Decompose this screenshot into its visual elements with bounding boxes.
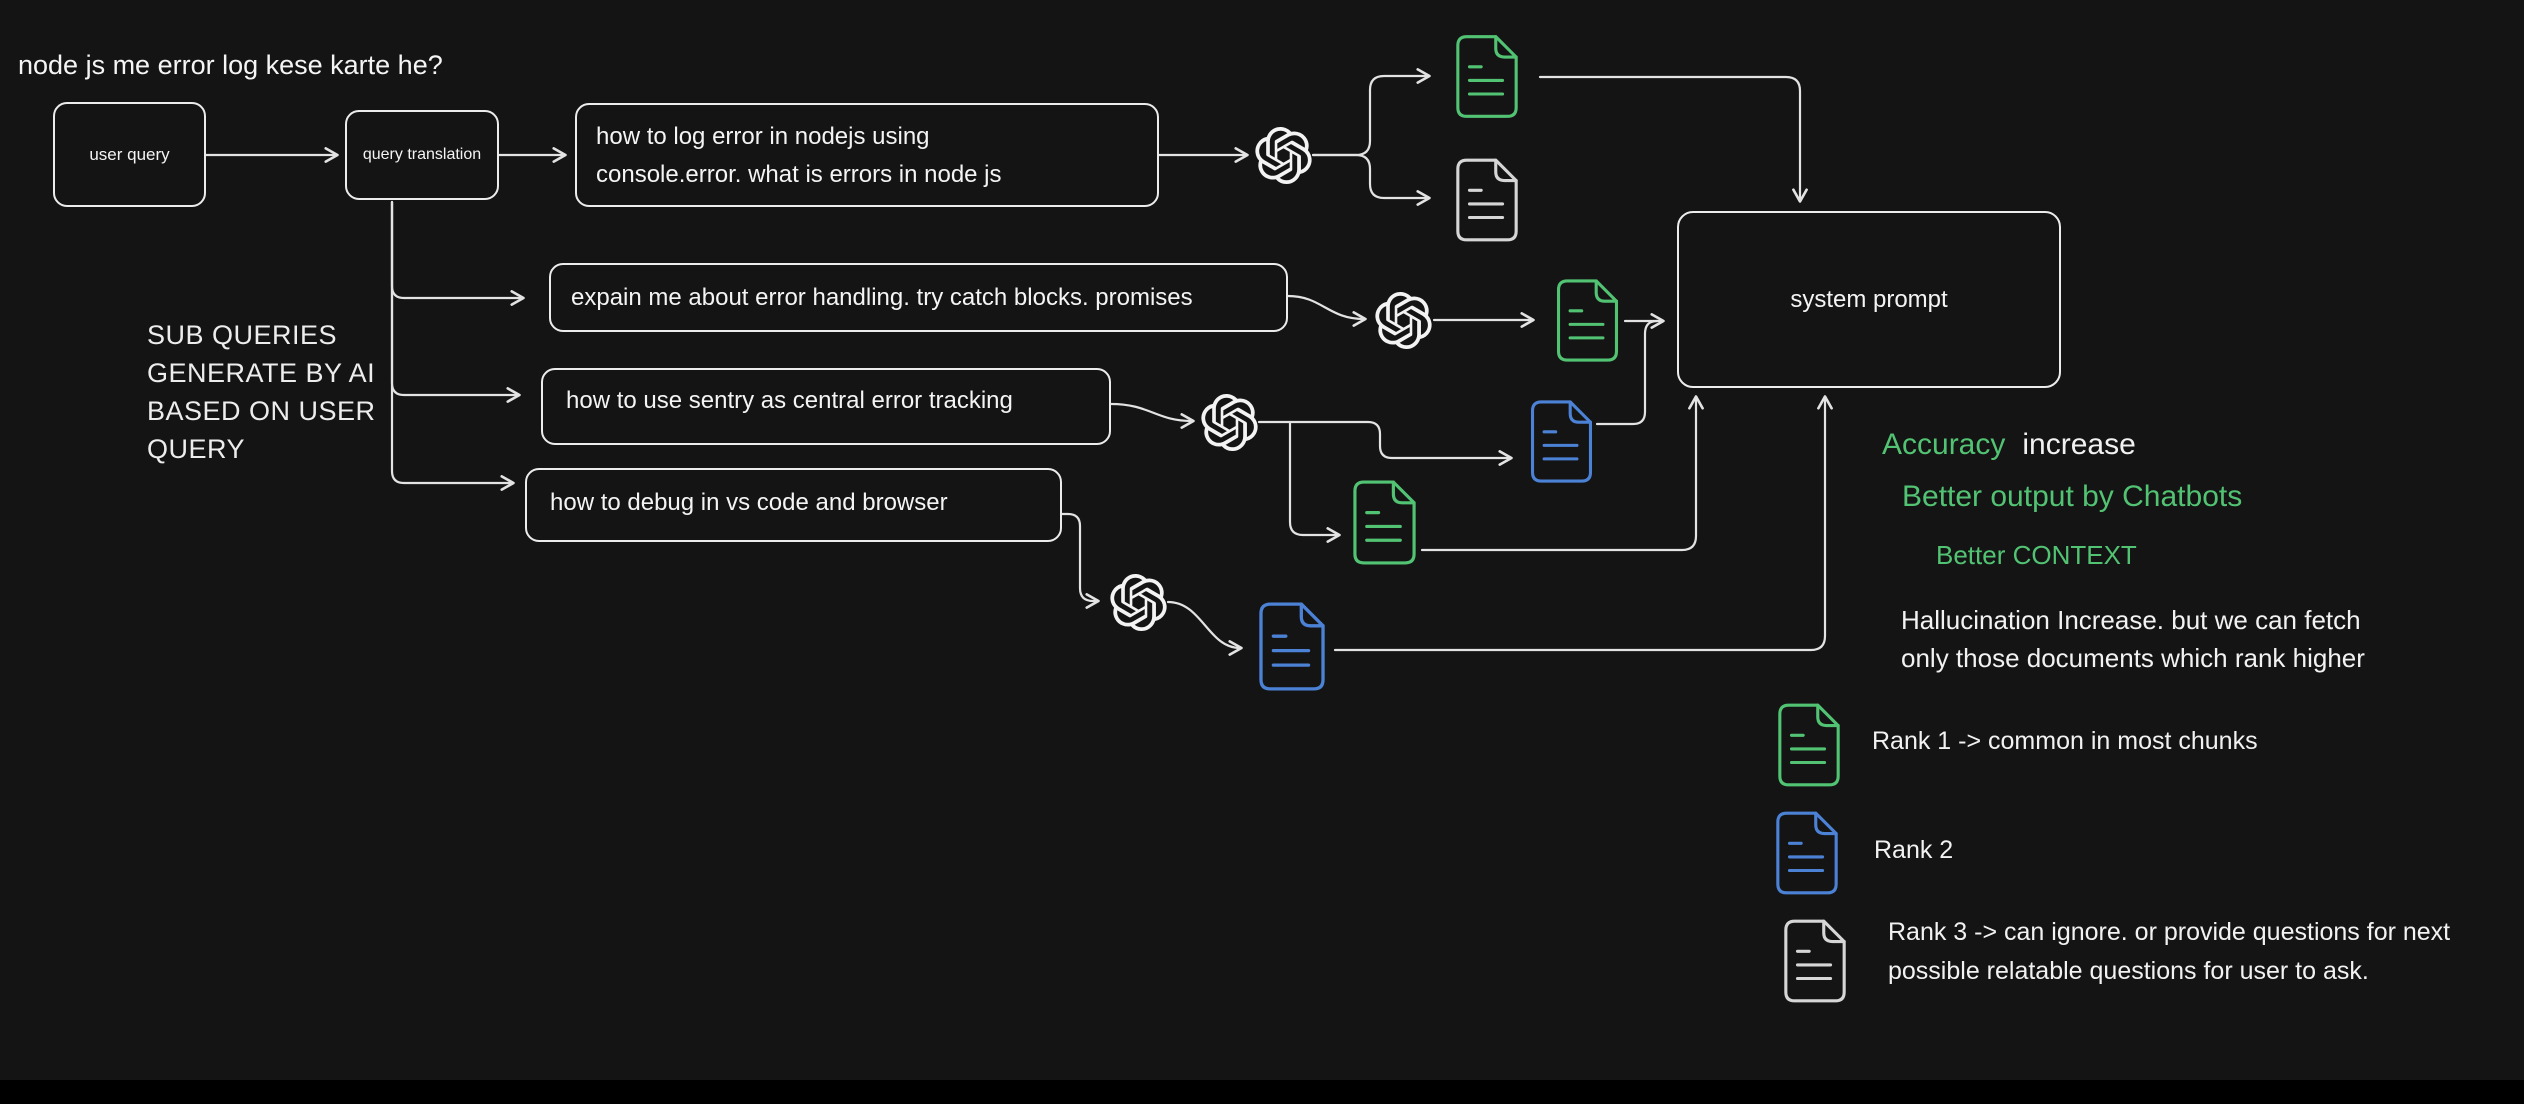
rank1-label[interactable]: Rank 1 -> common in most chunks [1872, 727, 2258, 755]
subquery1-line2: console.error. what is errors in node js [596, 161, 1002, 188]
hallucination-note-line2: only those documents which rank higher [1901, 643, 2365, 673]
system-prompt-box[interactable]: system prompt [1677, 211, 2061, 388]
connector-trunk-subquery2 [390, 200, 525, 306]
green-document-icon[interactable] [1552, 278, 1623, 363]
better-output-note[interactable]: Better output by Chatbots [1902, 480, 2243, 513]
rank3-label-line1: Rank 3 -> can ignore. or provide questio… [1888, 918, 2451, 946]
hallucination-note-line1: Hallucination Increase. but we can fetch [1901, 605, 2361, 635]
blue-document-icon[interactable] [1526, 399, 1597, 484]
side-note-line1: SUB QUERIES [147, 320, 338, 350]
connector-subquery4-llm4 [1060, 512, 1100, 609]
subquery2-label: expain me about error handling. try catc… [571, 283, 1193, 311]
subquery3-label: how to use sentry as central error track… [566, 387, 1013, 414]
subquery1-line1: how to log error in nodejs using [596, 123, 930, 150]
system-prompt-label: system prompt [1790, 285, 1948, 313]
rank3-label[interactable]: Rank 3 -> can ignore. or provide questio… [1888, 913, 2450, 991]
green-document-icon[interactable] [1774, 702, 1844, 788]
openai-logo-icon[interactable] [1375, 292, 1432, 349]
subquery4-box[interactable]: how to debug in vs code and browser [525, 468, 1062, 542]
openai-logo-icon[interactable] [1110, 574, 1167, 631]
white-document-icon[interactable] [1452, 157, 1522, 243]
bottom-black-bar [0, 1080, 2524, 1104]
connector-greendoc1-systemprompt [1538, 75, 1808, 203]
side-note-line2: GENERATE BY AI [147, 358, 376, 388]
accuracy-note[interactable]: Accuracy increase [1882, 428, 2136, 462]
connector-llm3-greendoc3 [1288, 420, 1341, 543]
hallucination-note[interactable]: Hallucination Increase. but we can fetch… [1901, 601, 2365, 677]
rank3-label-line2: possible relatable questions for user to… [1888, 957, 2369, 985]
subquery4-label: how to debug in vs code and browser [550, 489, 948, 516]
green-document-icon[interactable] [1452, 33, 1522, 120]
better-context-note[interactable]: Better CONTEXT [1936, 540, 2137, 570]
connector-bluedoc2-systemprompt [1333, 395, 1833, 652]
user-query-label: user query [89, 144, 170, 164]
user-query-box[interactable]: user query [53, 102, 206, 207]
accuracy-note-green: Accuracy [1882, 428, 2006, 461]
connector-subquery2-llm2 [1286, 294, 1367, 327]
connector-llm1-greendoc1 [1311, 68, 1431, 157]
side-note[interactable]: SUB QUERIES GENERATE BY AI BASED ON USER… [147, 316, 376, 468]
connector-bluedoc1-junction [1595, 319, 1659, 426]
connector-llm4-bluedoc2 [1166, 600, 1243, 656]
blue-document-icon[interactable] [1251, 601, 1333, 692]
openai-logo-icon[interactable] [1255, 127, 1312, 184]
rank2-label[interactable]: Rank 2 [1874, 836, 1954, 864]
connector-llm3-bluedoc1 [1257, 420, 1513, 466]
subquery1-box[interactable]: how to log error in nodejs using console… [575, 103, 1159, 207]
side-note-line4: QUERY [147, 434, 246, 464]
accuracy-note-rest: increase [2022, 428, 2136, 461]
query-translation-label: query translation [362, 146, 482, 163]
subquery3-box[interactable]: how to use sentry as central error track… [541, 368, 1111, 445]
subquery2-box[interactable]: expain me about error handling. try catc… [549, 263, 1288, 332]
connector-subquery3-llm3 [1109, 402, 1195, 429]
connector-trunk-subquery4 [390, 200, 515, 491]
side-note-line3: BASED ON USER [147, 396, 376, 426]
blue-document-icon[interactable] [1772, 810, 1842, 896]
green-document-icon[interactable] [1349, 479, 1420, 566]
connector-llm1-whitedoc1 [1311, 153, 1431, 206]
connector-greendoc3-systemprompt [1420, 395, 1704, 552]
openai-logo-icon[interactable] [1201, 394, 1258, 451]
canvas-title[interactable]: node js me error log kese karte he? [18, 50, 443, 80]
white-document-icon[interactable] [1780, 917, 1850, 1005]
query-translation-box[interactable]: query translation [345, 110, 499, 200]
